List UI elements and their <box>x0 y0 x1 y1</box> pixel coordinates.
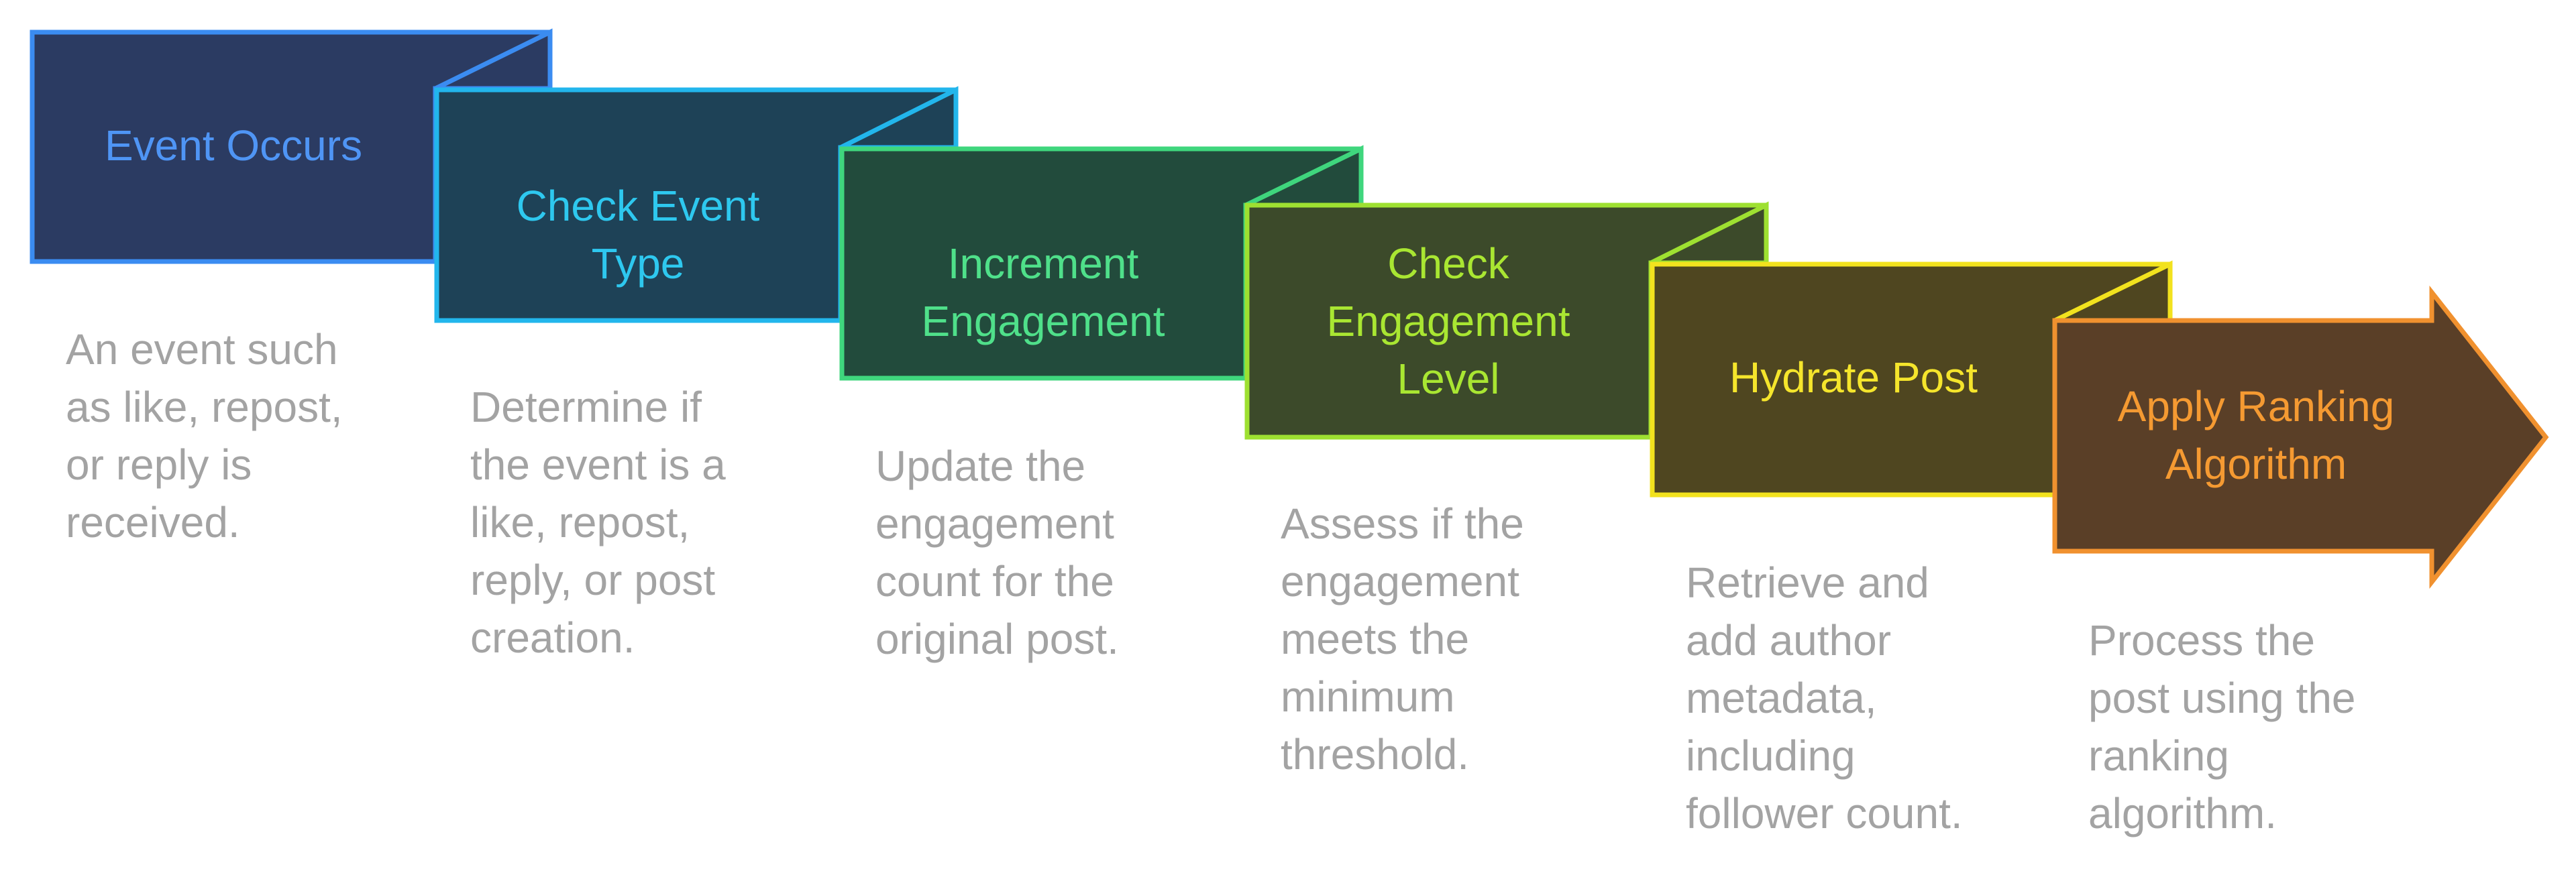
step-6-title: Apply Ranking Algorithm <box>2117 382 2395 488</box>
step-1-description: An event such as like, repost, or reply … <box>66 325 343 546</box>
step-6-description: Process the post using the ranking algor… <box>2088 616 2356 837</box>
step-4-shape <box>1244 201 1769 440</box>
step-6-arrow <box>2052 285 2549 589</box>
step-4-title: Check Engagement Level <box>1326 239 1570 403</box>
step-4-description: Assess if the engagement meets the minim… <box>1281 500 1524 778</box>
step-3-title: Increment Engagement <box>921 239 1165 345</box>
step-1-title: Event Occurs <box>104 121 363 170</box>
step-2-title: Check Event Type <box>516 182 760 288</box>
step-5-shape <box>1650 260 2173 498</box>
step-3-shape <box>839 145 1364 381</box>
step-2-description: Determine if the event is a like, repost… <box>470 383 726 662</box>
step-6-shape <box>2052 285 2549 589</box>
step-3-description: Update the engagement count for the orig… <box>875 442 1119 663</box>
step-5-title: Hydrate Post <box>1729 353 1978 402</box>
step-5-description: Retrieve and add author metadata, includ… <box>1686 559 1963 837</box>
